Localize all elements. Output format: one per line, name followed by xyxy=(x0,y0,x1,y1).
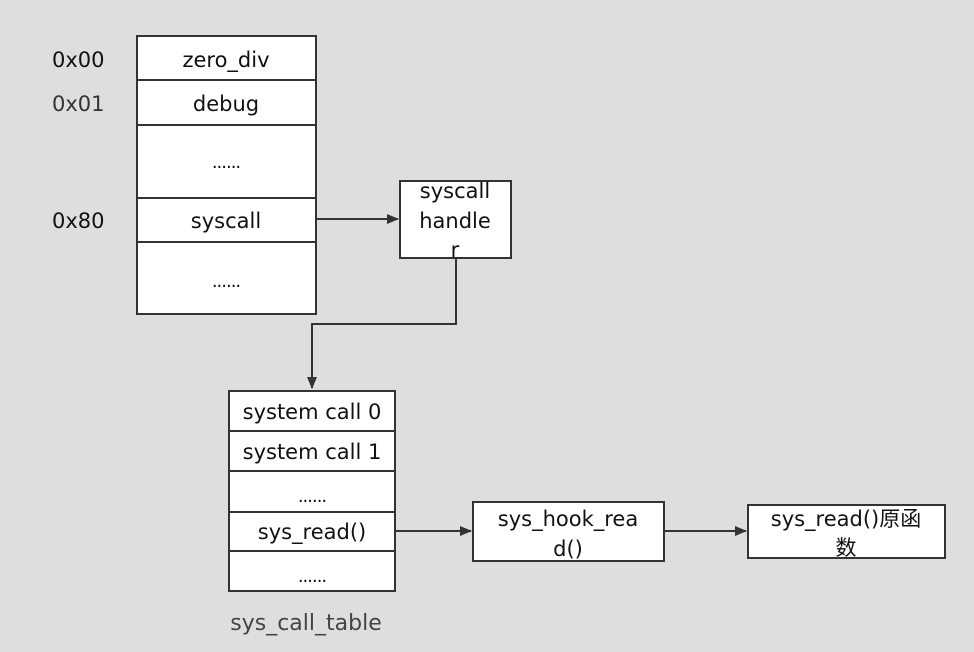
idt-cell-debug xyxy=(136,79,317,126)
hook-box: sys_hook_rea d() xyxy=(472,501,665,562)
handler-label-line3: r xyxy=(451,238,460,262)
offset-0x00: 0x00 xyxy=(52,48,105,72)
original-label-line1: sys_read()原函 xyxy=(771,507,922,532)
table-row-label: sys_read() xyxy=(258,520,367,545)
table-row-label: system call 0 xyxy=(243,400,382,424)
idt-row-label: debug xyxy=(193,92,259,116)
idt-cell-zero-div xyxy=(136,35,317,81)
original-label-line2: 数 xyxy=(836,536,857,560)
idt-row-label: zero_div xyxy=(182,48,269,73)
hook-label-line1: sys_hook_rea xyxy=(498,507,638,532)
table-cell-1 xyxy=(228,430,396,472)
table-row-label: ...... xyxy=(298,486,326,507)
table-row-label: system call 1 xyxy=(243,440,382,464)
original-rect xyxy=(747,504,946,559)
handler-label-line1: syscall xyxy=(420,179,490,203)
idt-table: zero_div debug ...... syscall ...... xyxy=(136,35,317,315)
syscall-handler-box: syscall handle r xyxy=(399,179,512,262)
idt-row-label: syscall xyxy=(191,209,261,233)
idt-cell-ellipsis xyxy=(136,124,317,199)
hook-label-line2: d() xyxy=(553,537,583,561)
table-cell-2 xyxy=(228,470,396,513)
arrow-handler-to-table xyxy=(307,258,457,389)
original-function-box: sys_read()原函 数 xyxy=(747,504,946,560)
offset-0x01: 0x01 xyxy=(52,92,105,116)
idt-row-label: ...... xyxy=(212,152,240,173)
offset-0x80: 0x80 xyxy=(52,209,105,233)
idt-cell-ellipsis-2 xyxy=(136,241,317,315)
hook-rect xyxy=(472,501,665,562)
table-cell-0 xyxy=(228,390,396,432)
handler-label-line2: handle xyxy=(419,209,491,233)
sys-call-table: system call 0 system call 1 ...... sys_r… xyxy=(228,390,396,592)
table-cell-4 xyxy=(228,550,396,592)
handler-rect xyxy=(399,180,512,259)
idt-row-label: ...... xyxy=(212,271,240,292)
table-caption: sys_call_table xyxy=(230,611,381,636)
table-row-label: ...... xyxy=(298,566,326,587)
